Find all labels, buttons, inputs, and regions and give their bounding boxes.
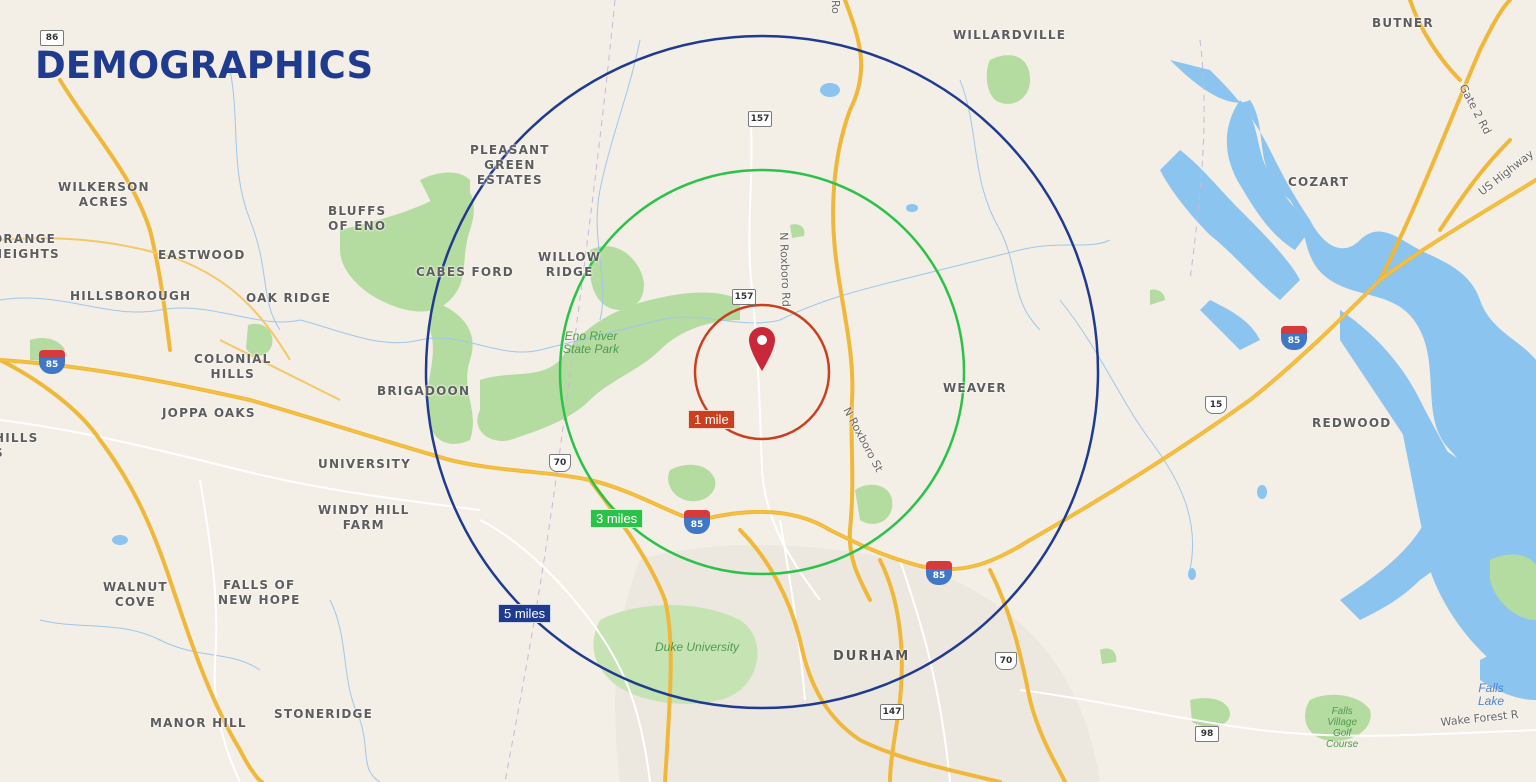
- state-route-shield-icon: 157: [748, 111, 772, 127]
- radius-label-3-miles: 3 miles: [590, 509, 644, 528]
- park-label-falls-village-golf-course: Falls Village Golf Course: [1326, 706, 1359, 750]
- place-label-colonial-hills: COLONIAL HILLS: [194, 352, 272, 381]
- place-label-cozart: COZART: [1288, 175, 1350, 189]
- road-label-ro: Ro: [829, 0, 842, 14]
- place-label-walnut-cove: WALNUT COVE: [103, 580, 168, 609]
- place-label-hillsborough: HILLSBOROUGH: [70, 289, 192, 303]
- place-label-redwood: REDWOOD: [1312, 416, 1392, 430]
- interstate-shield-icon: 85: [39, 350, 65, 376]
- place-label-wilkerson-acres: WILKERSON ACRES: [58, 180, 150, 209]
- place-label-joppa-oaks: JOPPA OAKS: [162, 406, 256, 420]
- page-title: DEMOGRAPHICS: [35, 44, 374, 87]
- place-label-manor-hill: MANOR HILL: [150, 716, 247, 730]
- interstate-shield-icon: 85: [1281, 326, 1307, 352]
- place-label-bluffs-of-eno: BLUFFS OF ENO: [328, 204, 387, 233]
- us-route-shield-icon: 15: [1205, 396, 1227, 414]
- radius-label-1-mile: 1 mile: [688, 410, 735, 429]
- place-label-oak-ridge: OAK RIDGE: [246, 291, 332, 305]
- place-label-eastwood: EASTWOOD: [158, 248, 246, 262]
- place-label-weaver: WEAVER: [943, 381, 1007, 395]
- us-route-shield-icon: 70: [549, 454, 571, 472]
- place-label-windy-hill-farm: WINDY HILL FARM: [318, 503, 410, 532]
- water-label-falls-lake: Falls Lake: [1478, 681, 1505, 708]
- place-label-hills: HILLS S: [0, 431, 39, 460]
- place-label-willow-ridge: WILLOW RIDGE: [538, 250, 602, 279]
- ring-5-miles: [424, 34, 1100, 710]
- place-label-durham: DURHAM: [833, 649, 911, 664]
- map-pin-icon[interactable]: [748, 326, 776, 372]
- state-route-shield-icon: 157: [732, 289, 756, 305]
- radius-label-5-miles: 5 miles: [498, 604, 552, 623]
- place-label-cabes-ford: CABES FORD: [416, 265, 514, 279]
- place-label-willardville: WILLARDVILLE: [953, 28, 1067, 42]
- place-label-butner: BUTNER: [1372, 16, 1434, 30]
- ring-3-miles: [558, 168, 966, 576]
- state-route-shield-icon: 147: [880, 704, 904, 720]
- park-label-duke-university: Duke University: [655, 640, 740, 654]
- place-label-stoneridge: STONERIDGE: [274, 707, 373, 721]
- interstate-shield-icon: 85: [926, 561, 952, 587]
- place-label-falls-of-new-hope: FALLS OF NEW HOPE: [218, 578, 301, 607]
- state-route-shield-icon: 86: [40, 30, 64, 46]
- place-label-university: UNIVERSITY: [318, 457, 411, 471]
- us-route-shield-icon: 70: [995, 652, 1017, 670]
- ring-1-mile: [693, 303, 831, 441]
- park-label-eno-river: Eno River State Park: [563, 329, 620, 356]
- place-label-brigadoon: BRIGADOON: [377, 384, 471, 398]
- road-label-n-roxboro-rd: N Roxboro Rd: [777, 232, 793, 308]
- place-label-pleasant-green-estates: PLEASANT GREEN ESTATES: [470, 143, 550, 187]
- interstate-shield-icon: 85: [684, 510, 710, 536]
- state-route-shield-icon: 98: [1195, 726, 1219, 742]
